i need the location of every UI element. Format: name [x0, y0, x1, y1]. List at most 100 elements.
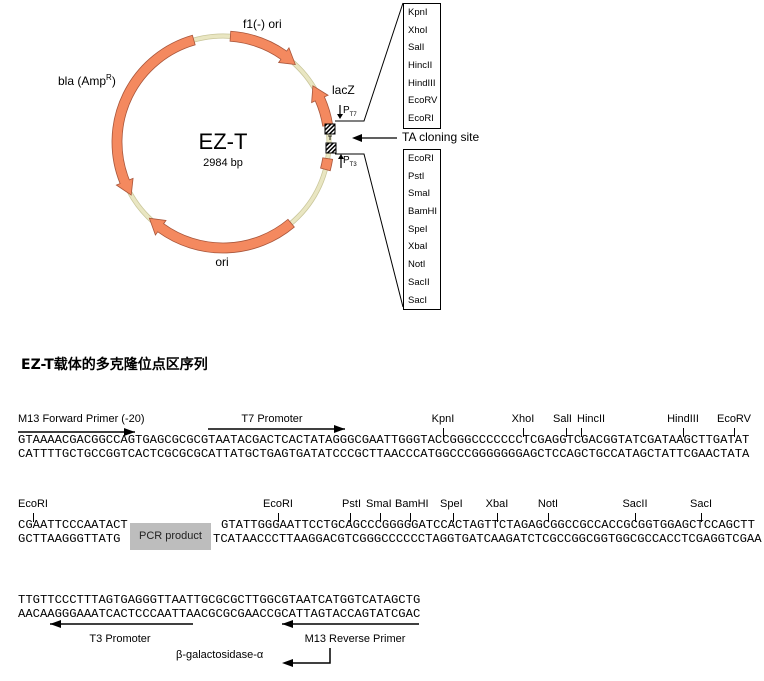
- t7-subscript: T7: [349, 112, 357, 118]
- ta-overhang-icon: [328, 135, 332, 140]
- pcr-product-insert: PCR product: [130, 523, 211, 550]
- mcs-enzyme: SmaI: [408, 188, 431, 200]
- mcs-enzyme: PstI: [408, 170, 425, 182]
- restriction-site-tick: [523, 428, 524, 437]
- section-title: EZ-T载体的多克隆位点区序列: [21, 357, 208, 373]
- restriction-site-label: HincII: [577, 413, 606, 425]
- p-text: P: [343, 155, 350, 166]
- t3-promoter-label: T3 Promoter: [89, 633, 151, 645]
- pt7-arrowhead-icon: [337, 114, 343, 119]
- mcs-enzyme: KpnI: [408, 7, 428, 18]
- mcs-enzyme: XbaI: [408, 241, 428, 253]
- restriction-site-tick: [410, 513, 411, 522]
- mcs-enzyme: XhoI: [408, 24, 428, 36]
- restriction-site-label: SmaI: [366, 498, 392, 510]
- lacz-arrow: [311, 85, 334, 127]
- ta-arrowhead-icon: [352, 134, 362, 142]
- t7-promoter-arrow-head: [334, 425, 345, 433]
- restriction-site-label: XhoI: [511, 413, 535, 425]
- bla-label: bla (AmpR): [58, 73, 116, 88]
- mcs-lower-callout: [335, 153, 404, 308]
- restriction-site-tick: [635, 513, 636, 522]
- restriction-site-label: EcoRI: [263, 498, 293, 510]
- restriction-site-label: SacII: [622, 498, 648, 510]
- mcs-enzyme: HincII: [408, 60, 433, 72]
- sequence-row2-top-right: GTATTGGGAATTCCTGCAGCCCGGGGGATCCACTAGTTCT…: [221, 518, 755, 532]
- restriction-site-tick: [701, 513, 702, 522]
- restriction-site-label: EcoRV: [716, 413, 752, 425]
- restriction-site-tick: [734, 428, 735, 437]
- restriction-site-tick: [350, 513, 351, 522]
- mcs-enzyme: SalI: [408, 42, 425, 54]
- sequence-row1-bottom: CATTTTGCTGCCGGTCACTCGCGCGCATTATGCTGAGTGA…: [18, 447, 750, 461]
- f1-ori-label: f1(-) ori: [243, 17, 282, 31]
- mcs-enzyme: SacII: [408, 276, 430, 288]
- beta-gal-arrow: [290, 648, 331, 664]
- restriction-site-label: HindIII: [667, 413, 699, 425]
- bla-close: ): [111, 74, 116, 88]
- mcs-upper-callout: [335, 2, 404, 122]
- plasmid-size: 2984 bp: [203, 157, 243, 169]
- promoter-t7-box: [324, 123, 336, 135]
- p-text: P: [343, 105, 350, 116]
- t3-subscript: T3: [349, 162, 357, 168]
- restriction-site-tick: [548, 513, 549, 522]
- lacz-fragment: [320, 157, 334, 172]
- mcs-enzyme: EcoRI: [408, 153, 434, 164]
- pt3-arrowhead-icon: [338, 154, 344, 159]
- t7-promoter-label: T7 Promoter: [241, 413, 303, 425]
- ori-arrow: [148, 217, 295, 254]
- restriction-site-label: NotI: [537, 498, 559, 510]
- mcs-enzyme: HindIII: [408, 77, 436, 89]
- mcs-upper-list: KpnI XhoI SalI HincII HindIII EcoRV EcoRI: [403, 3, 441, 129]
- beta-gal-arrow-head: [282, 659, 293, 667]
- restriction-site-label: SpeI: [440, 498, 463, 510]
- lacz-label: lacZ: [332, 83, 355, 97]
- restriction-site-label: SalI: [553, 413, 572, 425]
- mcs-enzyme: BamHI: [408, 206, 438, 218]
- restriction-site-tick: [566, 428, 567, 437]
- mcs-lower-list: EcoRI PstI SmaI BamHI SpeI XbaI NotI SacII SacI: [403, 149, 441, 311]
- sequence-row2-bottom-right: TCATAACCCTTAAGGACGTCGGGCCCCCCTAGGTGATCAA…: [213, 532, 762, 546]
- restriction-site-label: SacI: [689, 498, 713, 510]
- mcs-enzyme: SpeI: [408, 223, 428, 235]
- ta-cloning-site-label: TA cloning site: [402, 130, 480, 144]
- m13-forward-label: M13 Forward Primer (-20): [18, 413, 145, 425]
- f1-ori-arrow: [229, 30, 296, 65]
- m13-reverse-label: M13 Reverse Primer: [304, 633, 406, 645]
- sequence-row3-top: TTGTTCCCTTTAGTGAGGGTTAATTGCGCGCTTGGCGTAA…: [18, 593, 421, 607]
- sequence-row2-top-left: CGAATTCCCAATACT: [18, 518, 128, 532]
- mcs-enzyme: SacI: [408, 294, 428, 306]
- sequence-row1-top: GTAAAACGACGGCCAGTGAGCGCGCGTAATACGACTCACT…: [18, 433, 750, 447]
- restriction-site-tick: [443, 428, 444, 437]
- sequence-row3-bottom: AACAAGGGAAATCACTCCCAATTAACGCGCGAACCGCATT…: [18, 607, 421, 621]
- ori-label: ori: [215, 255, 229, 269]
- sequence-row2-bottom-left: GCTTAAGGGTTATG: [18, 532, 121, 546]
- mcs-enzyme: NotI: [408, 259, 426, 271]
- t3-promoter-arrow-head: [50, 620, 61, 628]
- plasmid-name: EZ-T: [198, 129, 248, 154]
- restriction-site-tick: [278, 513, 279, 522]
- mcs-enzyme: EcoRV: [408, 95, 438, 107]
- restriction-site-label: KpnI: [431, 413, 455, 425]
- m13-reverse-arrow-head: [282, 620, 293, 628]
- restriction-site-label: PstI: [342, 498, 361, 510]
- bla-superscript: R: [106, 73, 112, 82]
- bla-text: bla (Amp: [58, 74, 107, 88]
- restriction-site-tick: [683, 428, 684, 437]
- restriction-site-label: BamHI: [395, 498, 429, 510]
- restriction-site-tick: [581, 428, 582, 437]
- bla-arrow: [111, 34, 196, 196]
- pt3-label: PT3: [343, 155, 357, 168]
- m13-forward-arrow-head: [124, 428, 135, 436]
- restriction-site-tick: [497, 513, 498, 522]
- promoter-t3-box: [325, 142, 337, 154]
- restriction-site-label: EcoRI: [18, 498, 48, 510]
- mcs-enzyme: EcoRI: [408, 113, 434, 125]
- restriction-site-tick: [33, 513, 34, 522]
- pt7-label: PT7: [343, 105, 357, 118]
- restriction-site-tick: [380, 513, 381, 522]
- restriction-site-label: XbaI: [485, 498, 509, 510]
